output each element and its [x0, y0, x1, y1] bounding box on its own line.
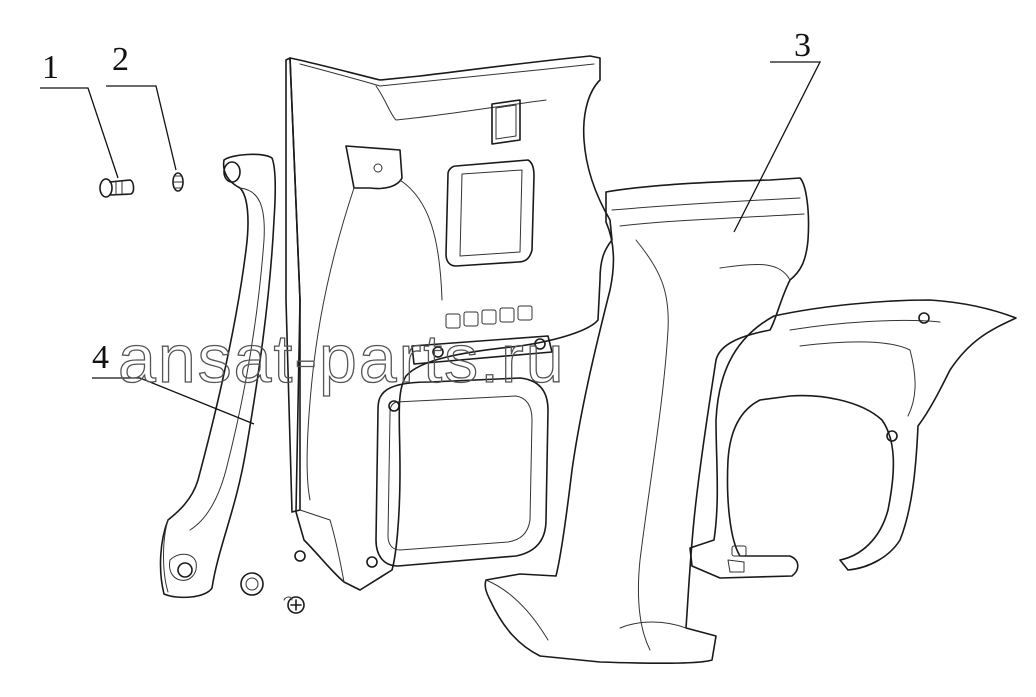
leader-lines	[40, 61, 822, 425]
callout-2: 2	[112, 41, 129, 78]
right-side-panel	[689, 299, 1017, 579]
part-4-trim-strip	[159, 153, 277, 599]
screw	[283, 596, 305, 614]
watermark-text: ansat-parts.ru	[118, 321, 566, 397]
callout-4: 4	[92, 339, 109, 376]
part-1-bolt	[99, 178, 135, 198]
callout-1: 1	[42, 49, 59, 86]
callout-3: 3	[794, 27, 811, 64]
part-3-center-tunnel	[484, 177, 810, 665]
washer	[240, 572, 264, 596]
part-2-clip	[172, 172, 184, 192]
main-side-panel	[285, 55, 613, 591]
switch-row	[445, 305, 533, 329]
